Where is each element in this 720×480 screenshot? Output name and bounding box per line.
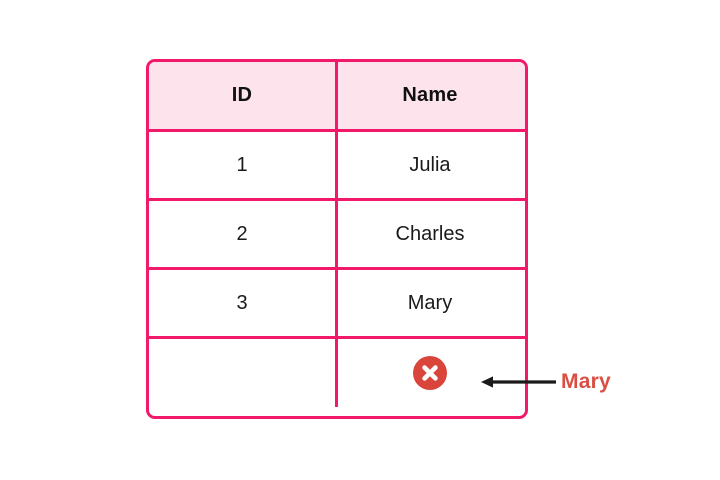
table-cell-id: 2 (149, 201, 338, 267)
cell-value-id: 2 (236, 222, 248, 245)
cell-value-name: Julia (409, 153, 451, 176)
error-circle-x-icon (413, 356, 447, 390)
table-cell-name: Julia (338, 132, 522, 198)
column-header-label-id: ID (231, 84, 253, 106)
table-row-rejected (149, 339, 525, 407)
cell-value-name: Charles (395, 222, 465, 245)
table-cell-name: Charles (338, 201, 522, 267)
table-cell-id: 1 (149, 132, 338, 198)
column-header-label-name: Name (402, 84, 458, 106)
table-cell-id-empty (149, 339, 338, 407)
table-header-cell-name: Name (338, 62, 522, 129)
table-cell-id: 3 (149, 270, 338, 336)
table-cell-name-error (338, 339, 522, 407)
table-header-row: ID Name (149, 62, 525, 132)
annotation-label: Mary (561, 370, 611, 393)
cell-value-id: 3 (236, 291, 248, 314)
table-row: 3 Mary (149, 270, 525, 339)
table-row: 1 Julia (149, 132, 525, 201)
data-table: ID Name 1 Julia 2 Charles (146, 59, 528, 419)
table-header-cell-id: ID (149, 62, 338, 129)
table-cell-name: Mary (338, 270, 522, 336)
cell-value-id: 1 (236, 153, 248, 176)
cell-value-name: Mary (407, 291, 453, 314)
table-row: 2 Charles (149, 201, 525, 270)
